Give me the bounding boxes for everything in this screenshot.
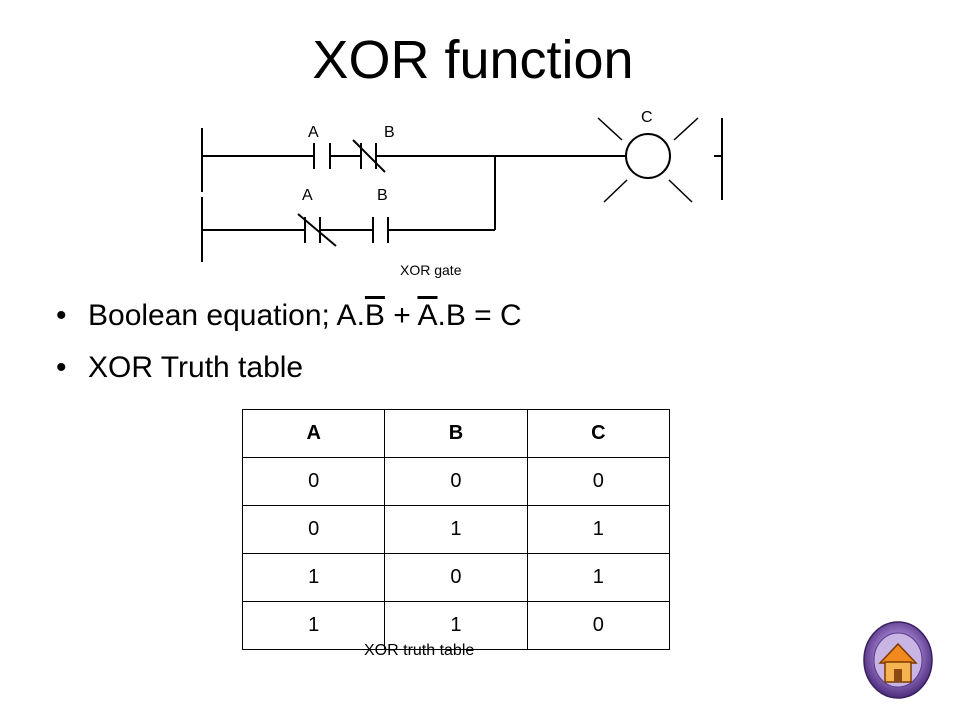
table-cell: 1: [526, 553, 671, 602]
header-c: C: [526, 409, 671, 458]
bullet-list: • Boolean equation; A.B + A.B = C • XOR …: [48, 290, 522, 394]
table-cell: 1: [384, 601, 528, 650]
slide-title: XOR function: [312, 30, 634, 90]
table-row: 0 0 0: [241, 457, 671, 506]
bullet-truth-table: • XOR Truth table: [48, 342, 522, 394]
rung-1-contact-a-label: A: [308, 124, 319, 141]
equation-suffix: .B = C: [437, 299, 522, 332]
table-cell: 1: [241, 553, 386, 602]
bullet-equation: • Boolean equation; A.B + A.B = C: [48, 290, 522, 342]
home-icon: [863, 621, 933, 699]
equation-mid: +: [384, 299, 418, 332]
truth-table-caption: XOR truth table: [364, 642, 475, 659]
equation-b-not: B: [364, 299, 385, 332]
output-label: C: [641, 109, 653, 126]
table-row: 0 1 1: [241, 505, 671, 554]
home-button[interactable]: [862, 620, 934, 700]
contact-b-normally-closed: [352, 139, 386, 173]
contact-a-normally-closed: [297, 213, 337, 247]
table-cell: 1: [526, 505, 671, 554]
table-cell: 0: [241, 457, 386, 506]
xor-truth-table: A B C 0 0 0 0 1 1 1 0 1 1 1 0: [241, 409, 671, 650]
contact-b-normally-open: [372, 217, 389, 243]
ladder-caption: XOR gate: [400, 262, 462, 278]
rung-2-contact-a-label: A: [302, 187, 313, 204]
rung-2-contact-b-label: B: [377, 187, 388, 204]
header-a: A: [241, 409, 386, 458]
table-cell: 0: [526, 457, 671, 506]
table-cell: 0: [526, 601, 671, 650]
bullet-dot-icon: •: [56, 351, 67, 384]
contact-a-normally-open: [313, 143, 331, 169]
rung-2-wires: [202, 156, 496, 231]
table-cell: 0: [241, 505, 386, 554]
truth-table-heading: XOR Truth table: [88, 351, 304, 384]
table-cell: 1: [384, 505, 528, 554]
output-lamp-icon: [597, 117, 699, 203]
equation-prefix: Boolean equation; A.: [88, 299, 365, 332]
table-cell: 0: [384, 553, 528, 602]
equation-a-not: A: [417, 299, 438, 332]
table-row: 1 0 1: [241, 553, 671, 602]
rung-1-contact-b-label: B: [384, 124, 395, 141]
table-header-row: A B C: [241, 409, 671, 458]
header-b: B: [384, 409, 528, 458]
table-cell: 0: [384, 457, 528, 506]
bullet-dot-icon: •: [56, 299, 67, 332]
ladder-diagram: C A B A B XOR gate: [201, 109, 723, 278]
table-row: 1 1 0: [241, 601, 671, 650]
